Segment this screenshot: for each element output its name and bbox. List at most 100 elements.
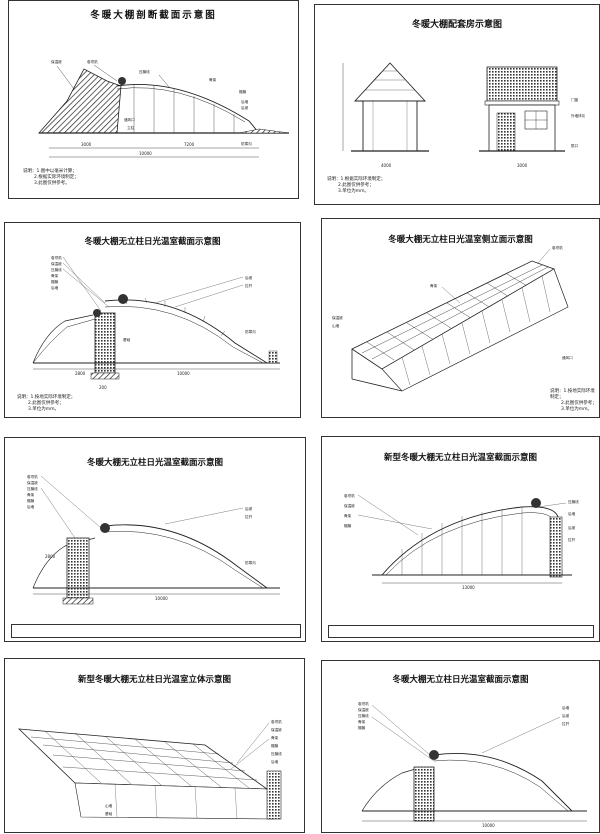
svg-text:保温被: 保温被 bbox=[358, 707, 369, 712]
drawing-sheet-5: 冬暖大棚无立柱日光温室截面示意图 卷帘机保温被压膜线骨架 棚膜后墙后坡拉杆防寒沟… bbox=[4, 437, 306, 642]
dim-label: 2800 bbox=[75, 371, 86, 376]
svg-text:棚膜: 棚膜 bbox=[27, 498, 35, 503]
svg-text:保温被: 保温被 bbox=[51, 59, 62, 64]
svg-text:后墙: 后墙 bbox=[562, 705, 570, 710]
drawing-sheet-7: 新型冬暖大棚无立柱日光温室立体示意图 卷帘机保温被骨架棚膜 压膜线后墙山墙基础 bbox=[4, 658, 305, 833]
dim-label: 3000 bbox=[81, 142, 92, 147]
svg-text:棚膜: 棚膜 bbox=[51, 279, 59, 284]
house-front-roof bbox=[486, 66, 558, 102]
svg-text:骨架: 骨架 bbox=[430, 283, 438, 288]
truss-arch bbox=[381, 506, 563, 576]
sheet-title: 冬暖大棚无立柱日光温室截面示意图 bbox=[86, 458, 223, 468]
notes-block: 说明：1.根据实际环境制定；2.此图仅供参考；3.单位为mm。 bbox=[327, 177, 386, 194]
back-wall bbox=[94, 312, 116, 374]
svg-text:骨架: 骨架 bbox=[358, 719, 366, 724]
house-roof-side bbox=[353, 62, 427, 102]
sheet-title: 冬暖大棚剖断截面示意图 bbox=[90, 10, 217, 21]
svg-text:骨架: 骨架 bbox=[344, 513, 352, 518]
dim-label: 10000 bbox=[155, 596, 168, 601]
svg-text:卷帘机: 卷帘机 bbox=[271, 719, 282, 724]
svg-text:防寒沟: 防寒沟 bbox=[245, 560, 256, 565]
svg-text:后墙: 后墙 bbox=[51, 285, 59, 290]
drawing-sheet-6: 新型冬暖大棚无立柱日光温室截面示意图 卷帘机保温被骨架棚膜 压膜线后墙后坡拉杆 … bbox=[321, 436, 600, 642]
svg-text:保温被: 保温被 bbox=[27, 480, 38, 485]
svg-text:保温被: 保温被 bbox=[344, 503, 355, 508]
svg-text:压膜线: 压膜线 bbox=[139, 69, 150, 74]
title-block bbox=[11, 624, 301, 638]
svg-text:拉杆: 拉杆 bbox=[245, 283, 253, 288]
sheet-title: 冬暖大棚无立柱日光温室截面示意图 bbox=[392, 675, 529, 685]
svg-text:通风口: 通风口 bbox=[124, 117, 135, 122]
svg-text:山墙: 山墙 bbox=[105, 803, 113, 808]
svg-text:卷帘机: 卷帘机 bbox=[51, 255, 62, 260]
svg-text:后坡: 后坡 bbox=[245, 275, 253, 280]
earth-back-wall bbox=[38, 68, 122, 134]
svg-text:防寒沟: 防寒沟 bbox=[241, 141, 252, 146]
svg-text:卷帘机: 卷帘机 bbox=[87, 59, 98, 64]
svg-text:檐口: 檐口 bbox=[571, 143, 579, 148]
svg-text:棚膜: 棚膜 bbox=[358, 725, 366, 730]
svg-text:压膜线: 压膜线 bbox=[568, 499, 579, 504]
sheet-title: 新型冬暖大棚无立柱日光温室截面示意图 bbox=[383, 453, 537, 463]
svg-text:拉杆: 拉杆 bbox=[568, 537, 576, 542]
sheet-title: 冬暖大棚无立柱日光温室侧立面示意图 bbox=[388, 235, 533, 245]
back-wall bbox=[413, 766, 435, 822]
svg-text:后坡: 后坡 bbox=[562, 713, 570, 718]
svg-text:后坡: 后坡 bbox=[568, 525, 576, 530]
sheet-title: 新型冬暖大棚无立柱日光温室立体示意图 bbox=[77, 675, 231, 685]
svg-text:后墙: 后墙 bbox=[27, 504, 35, 509]
notes-block: 说明：1.按地实际环境制定；2.此图仅供参考；3.单位为mm。 bbox=[550, 389, 597, 412]
svg-text:棚膜: 棚膜 bbox=[344, 523, 352, 528]
svg-text:骨架: 骨架 bbox=[27, 492, 35, 497]
dim-label: 10000 bbox=[139, 151, 152, 156]
dim-label: 13000 bbox=[462, 585, 475, 590]
svg-text:防寒沟: 防寒沟 bbox=[245, 329, 256, 334]
dim-label: 4000 bbox=[381, 163, 392, 168]
svg-text:后墙: 后墙 bbox=[241, 99, 249, 104]
svg-text:卷帘机: 卷帘机 bbox=[344, 493, 355, 498]
back-wall bbox=[549, 516, 563, 578]
sheet-title: 冬暖大棚无立柱日光温室截面示意图 bbox=[84, 237, 221, 247]
back-wall bbox=[66, 537, 90, 599]
dim-label: 10000 bbox=[177, 371, 190, 376]
dim-label: 3000 bbox=[517, 163, 528, 168]
svg-text:拉杆: 拉杆 bbox=[245, 514, 253, 519]
svg-text:后墙: 后墙 bbox=[271, 759, 279, 764]
svg-text:压膜线: 压膜线 bbox=[51, 267, 62, 272]
svg-text:骨架: 骨架 bbox=[51, 273, 59, 278]
svg-text:基础: 基础 bbox=[105, 811, 113, 816]
dim-label: 10000 bbox=[482, 823, 495, 828]
drawing-sheet-8: 冬暖大棚无立柱日光温室截面示意图 卷帘机保温被压膜线骨架 棚膜后墙后坡拉杆 10… bbox=[321, 660, 600, 833]
svg-text:压膜线: 压膜线 bbox=[271, 751, 282, 756]
svg-text:压膜线: 压膜线 bbox=[27, 486, 38, 491]
greenhouse-cross-section-5: 卷帘机保温被压膜线骨架 棚膜后墙后坡拉杆防寒沟 10000 2800 bbox=[27, 474, 280, 605]
svg-text:棚膜: 棚膜 bbox=[271, 743, 279, 748]
svg-text:门窗: 门窗 bbox=[571, 97, 579, 102]
dim-label: 2800 bbox=[45, 554, 56, 559]
drawing-sheet-1: 冬暖大棚剖断截面示意图 保温被卷帘机压膜线 骨架棚膜后墙 后坡立柱通风口防寒沟 bbox=[8, 0, 299, 199]
title-block bbox=[328, 625, 594, 638]
svg-text:后墙: 后墙 bbox=[568, 511, 576, 516]
svg-text:棚膜: 棚膜 bbox=[239, 89, 247, 94]
svg-text:骨架: 骨架 bbox=[271, 735, 279, 740]
svg-text:保温被: 保温被 bbox=[51, 261, 62, 266]
svg-text:通风口: 通风口 bbox=[562, 355, 573, 360]
notes-block: 说明：1.按地实际环境制定；2.此图仅供参考；3.单位为mm。 bbox=[17, 395, 76, 412]
door bbox=[496, 112, 516, 152]
svg-text:山墙: 山墙 bbox=[332, 323, 340, 328]
dim-label: 7200 bbox=[184, 142, 195, 147]
svg-text:基础: 基础 bbox=[123, 337, 131, 342]
svg-text:卷帘机: 卷帘机 bbox=[358, 701, 369, 706]
dim-label: 200 bbox=[99, 385, 107, 390]
truss-arch bbox=[433, 753, 573, 812]
svg-text:立柱: 立柱 bbox=[127, 125, 135, 130]
svg-text:拉杆: 拉杆 bbox=[562, 721, 570, 726]
drawing-sheet-4: 冬暖大棚无立柱日光温室侧立面示意图 卷帘机骨架保温被山墙通风口 说明：1.按地实… bbox=[321, 218, 600, 418]
svg-text:卷帘机: 卷帘机 bbox=[27, 474, 38, 479]
